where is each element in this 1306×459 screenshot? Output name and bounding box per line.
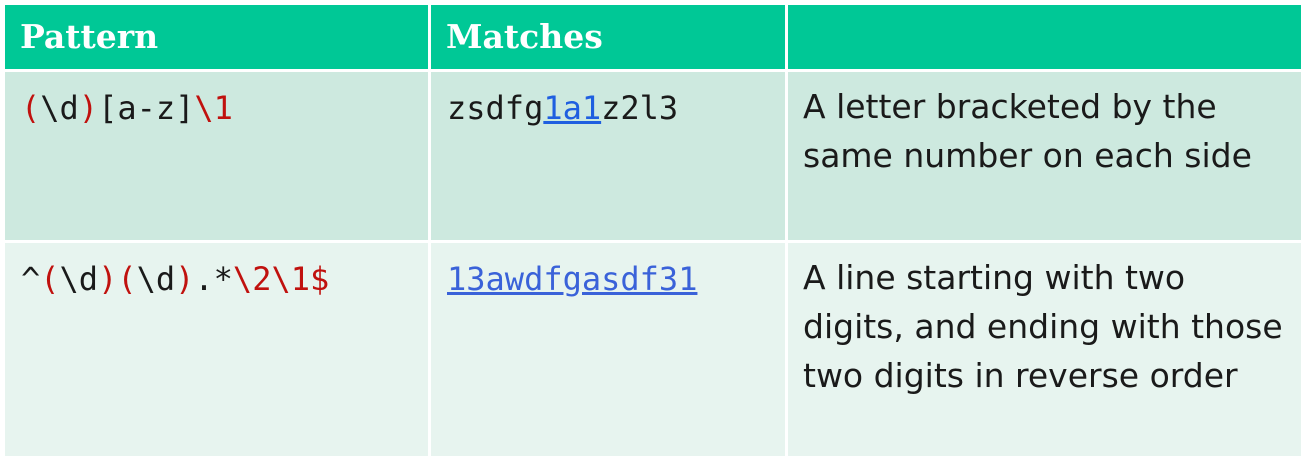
row1-matches: zsdfg1a1z2l3 bbox=[431, 72, 785, 240]
pattern-token: \d bbox=[136, 260, 176, 298]
pattern-token: \1 bbox=[194, 89, 233, 127]
pattern-token: ( bbox=[21, 89, 41, 127]
pattern-token: \2\1$ bbox=[232, 260, 330, 298]
row1-description: A letter bracketed by the same number on… bbox=[788, 72, 1301, 240]
row2-description: A line starting with two digits, and end… bbox=[788, 243, 1301, 456]
header-description bbox=[788, 5, 1301, 69]
row1-pattern: (\d)[a-z]\1 bbox=[5, 72, 428, 240]
pattern-token: ) bbox=[78, 89, 99, 127]
pattern-token: ( bbox=[117, 260, 137, 298]
pattern-token: ) bbox=[98, 260, 118, 298]
row2-matches: 13awdfgasdf31 bbox=[431, 243, 785, 456]
pattern-token: .* bbox=[194, 260, 233, 298]
pattern-token: ) bbox=[175, 260, 195, 298]
pattern-token: [a-z] bbox=[98, 89, 195, 127]
match-highlight-link[interactable]: 1a1 bbox=[543, 89, 602, 127]
header-pattern: Pattern bbox=[5, 5, 428, 69]
pattern-token: ( bbox=[40, 260, 60, 298]
header-matches: Matches bbox=[431, 5, 785, 69]
match-text: z2l3 bbox=[601, 89, 679, 127]
match-text: zsdfg bbox=[447, 89, 544, 127]
regex-table: Pattern Matches (\d)[a-z]\1 zsdfg1a1z2l3… bbox=[5, 5, 1301, 456]
pattern-token: ^ bbox=[21, 260, 41, 298]
match-highlight-link[interactable]: 13awdfgasdf31 bbox=[447, 260, 698, 298]
row2-pattern: ^(\d)(\d).*\2\1$ bbox=[5, 243, 428, 456]
pattern-token: \d bbox=[40, 89, 79, 127]
pattern-token: \d bbox=[59, 260, 99, 298]
